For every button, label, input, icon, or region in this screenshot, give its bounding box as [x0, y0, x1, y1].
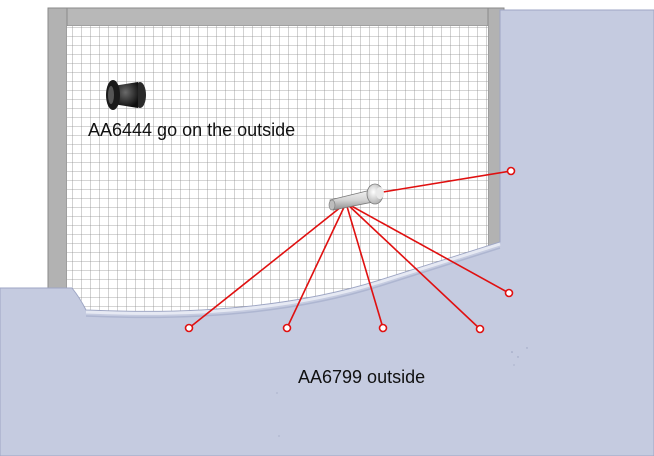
wall-specks — [276, 347, 528, 437]
callout-line — [382, 170, 512, 193]
grommet-note: AA6444 go on the outside — [88, 120, 295, 140]
callout-marker — [475, 324, 485, 334]
callout-line — [345, 202, 384, 329]
callout-marker — [506, 166, 516, 176]
wall-edge-highlight — [85, 242, 501, 315]
callout-marker — [378, 323, 388, 333]
callout-markers — [184, 166, 516, 334]
callout-marker — [282, 323, 292, 333]
callout-line — [188, 202, 347, 329]
callout-marker — [184, 323, 194, 333]
bolt-note: AA6799 outside — [298, 367, 425, 387]
callout-line — [345, 202, 510, 294]
grommet-icon — [106, 80, 146, 110]
callout-lines — [188, 170, 512, 330]
bolt-icon — [328, 183, 384, 211]
callout-marker — [504, 288, 514, 298]
callout-line — [286, 202, 347, 329]
wall-panel — [0, 9, 654, 456]
wall-edge-shadow — [85, 247, 501, 319]
callout-line — [345, 202, 481, 330]
